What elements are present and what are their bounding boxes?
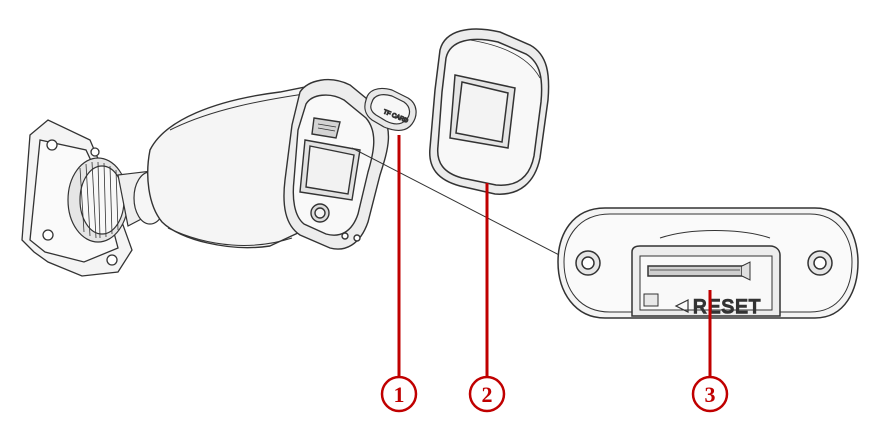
callout-number-1: 1 [394, 382, 405, 407]
inset-leader-line [351, 147, 566, 259]
front-cover [429, 28, 550, 195]
sd-slot-detail-inset: RESET [557, 207, 859, 319]
camera-body [147, 78, 390, 250]
callout-lines [397, 135, 712, 378]
reset-label: RESET [693, 297, 761, 318]
callout-2: 2 [468, 375, 506, 413]
callout-1: 1 [380, 375, 418, 413]
sd-card-cap: TF CARD [364, 87, 417, 131]
callout-3: 3 [691, 375, 729, 413]
callout-number-3: 3 [705, 382, 716, 407]
reset-arrow-icon [674, 299, 689, 313]
callout-number-2: 2 [482, 382, 493, 407]
reset-switch [643, 293, 659, 307]
sd-card-slot [647, 265, 743, 277]
